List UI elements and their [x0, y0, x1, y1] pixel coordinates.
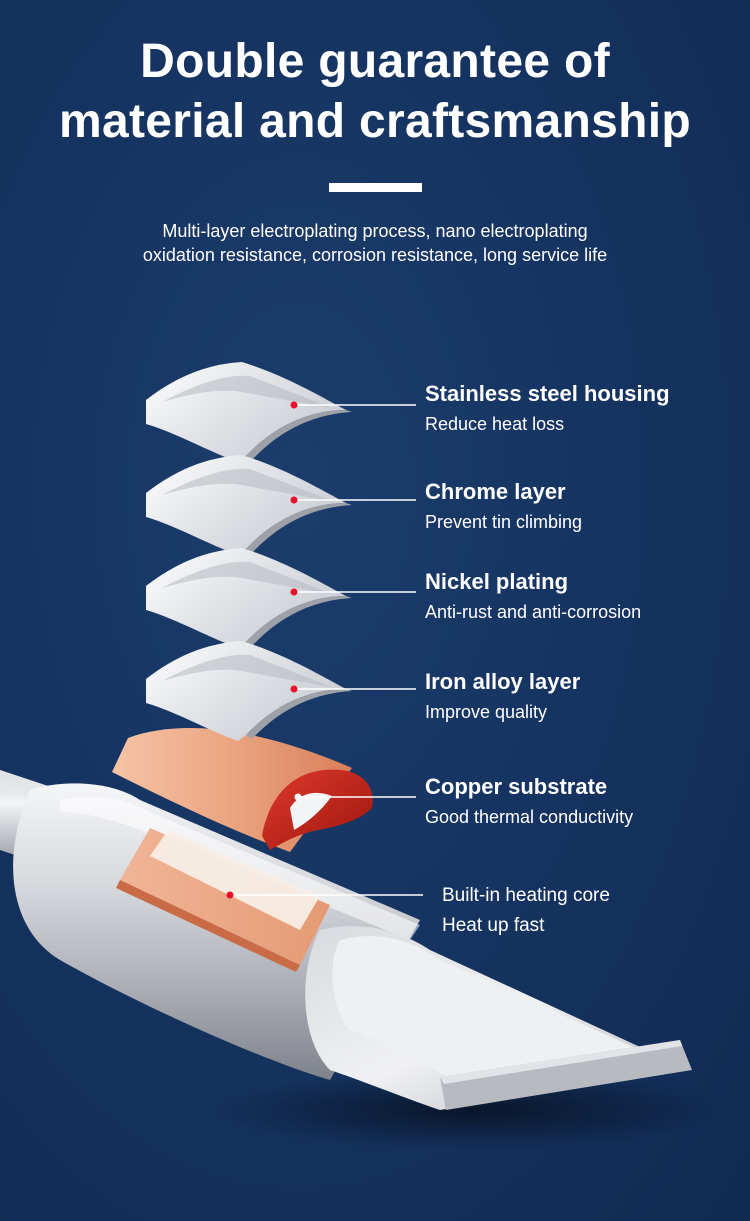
subtitle-line-2: oxidation resistance, corrosion resistan… — [142, 245, 608, 265]
layer-desc: Reduce heat loss — [425, 414, 565, 434]
layer-label-nickel: Nickel plating Anti-rust and anti-corros… — [425, 568, 641, 624]
nickel-plate — [146, 548, 352, 648]
chrome-plate — [146, 455, 352, 555]
layer-title: Chrome layer — [425, 479, 566, 504]
leader-lines — [230, 404, 423, 896]
markers — [226, 401, 302, 899]
subtitle-line-1: Multi-layer electroplating process, nano… — [162, 221, 588, 241]
subtitle: Multi-layer electroplating process, nano… — [0, 219, 750, 267]
marker-dot-1 — [290, 401, 298, 409]
marker-dot-5 — [294, 793, 302, 801]
title-line-2: material and craftsmanship — [58, 95, 691, 148]
tip-shadow — [210, 1070, 730, 1150]
stainless-steel-plate — [146, 362, 352, 462]
layer-desc: Prevent tin climbing — [425, 512, 583, 532]
iron-alloy-plate — [146, 641, 352, 741]
layer-desc: Good thermal conductivity — [425, 807, 634, 827]
layer-title: Iron alloy layer — [425, 669, 581, 694]
layer-title: Copper substrate — [425, 774, 608, 799]
layer-label-chrome: Chrome layer Prevent tin climbing — [425, 478, 582, 534]
core-desc: Heat up fast — [442, 915, 545, 936]
copper-substrate-layer — [112, 728, 373, 852]
layer-desc: Anti-rust and anti-corrosion — [425, 602, 642, 622]
marker-dot-6 — [226, 891, 234, 899]
title-line-1: Double guarantee of — [140, 35, 610, 88]
layer-desc: Improve quality — [425, 702, 548, 722]
layer-title: Nickel plating — [425, 569, 569, 594]
marker-dot-2 — [290, 496, 298, 504]
layer-title: Stainless steel housing — [425, 381, 670, 406]
layer-label-iron-alloy: Iron alloy layer Improve quality — [425, 668, 580, 724]
marker-dot-4 — [290, 685, 298, 693]
marker-dot-3 — [290, 588, 298, 596]
heating-core-label: Built-in heating core Heat up fast — [442, 881, 610, 941]
title-divider — [329, 183, 422, 192]
page-title: Double guarantee of material and craftsm… — [0, 32, 750, 152]
layer-label-copper: Copper substrate Good thermal conductivi… — [425, 773, 633, 829]
soldering-tip-body — [0, 770, 692, 1110]
layer-label-stainless-steel: Stainless steel housing Reduce heat loss — [425, 380, 670, 436]
core-title: Built-in heating core — [442, 885, 610, 906]
